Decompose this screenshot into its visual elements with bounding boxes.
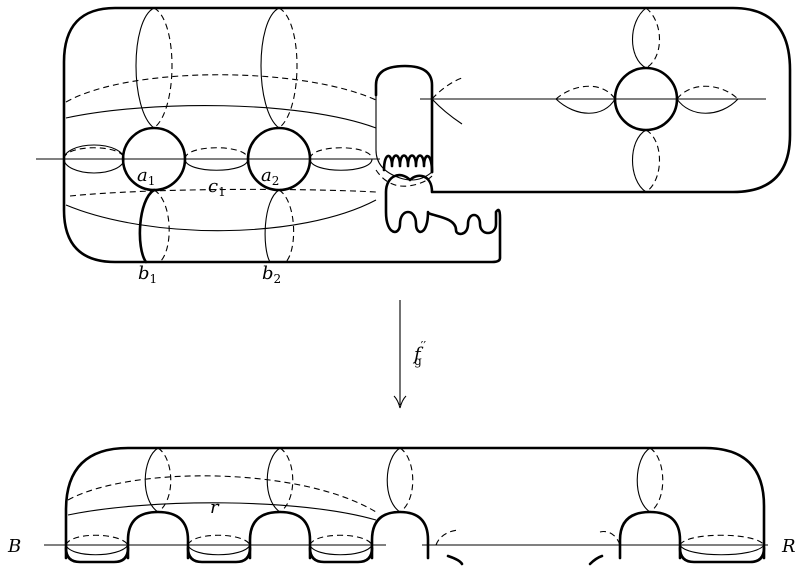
right-hole-left-back	[555, 85, 616, 100]
upper-inner-curve-dashed	[375, 169, 433, 187]
long-loop-bottom-back	[69, 188, 377, 197]
lower-arc-left-back	[65, 534, 129, 546]
curve-c1-front	[184, 158, 249, 171]
curve-left-back	[63, 147, 125, 160]
long-loop-top-front	[65, 104, 377, 129]
notch-right-arc-back	[431, 77, 463, 100]
label-b2: b2	[262, 263, 281, 286]
lower-bump-2	[248, 510, 312, 560]
label-map: f′′g	[412, 339, 426, 368]
lower-surface-top	[64, 446, 766, 560]
right-hole-top-back	[645, 7, 660, 69]
upper-notch-wiggles	[382, 154, 434, 174]
curve-a2-top-front	[260, 7, 280, 129]
lower-arc-gap-back	[435, 529, 461, 546]
long-loop-top-back	[65, 74, 377, 103]
label-b1: b1	[138, 263, 157, 286]
curve-c1-back	[184, 147, 249, 160]
lower-mer-1-front	[144, 447, 159, 513]
right-hole-left-front	[555, 98, 616, 114]
right-hole-right-front	[676, 98, 739, 114]
right-hole-top-front	[632, 7, 647, 69]
right-hole-bottom-front	[631, 129, 647, 193]
lower-mer-3-back	[399, 447, 414, 513]
lower-bottom-mid1-cap	[186, 546, 252, 564]
long-loop-bottom-front	[65, 199, 377, 232]
lower-mer-3-front	[386, 447, 401, 513]
curve-r-front	[67, 502, 377, 521]
lower-bump-3	[370, 510, 430, 560]
lower-bump-1	[126, 510, 190, 560]
curve-a1-top-back	[153, 7, 173, 129]
upper-surface-outline	[62, 6, 792, 264]
curve-a1-top-front	[135, 7, 155, 129]
lower-arc-left-front	[65, 544, 129, 556]
label-r: r	[210, 497, 220, 518]
lower-arc-m2-front	[309, 544, 373, 556]
label-B: B	[7, 536, 21, 557]
curve-b2-front	[264, 189, 280, 263]
upper-inner-curve	[375, 95, 433, 181]
label-a1: a1	[137, 165, 155, 188]
curve-right-front	[309, 158, 373, 171]
lower-mer-4-back	[649, 447, 664, 513]
lower-arc-m1-back	[187, 534, 251, 546]
label-R: R	[781, 536, 796, 557]
lower-bottom-left-cap	[64, 546, 130, 564]
right-hole-right-back	[676, 85, 739, 100]
curve-b1-back	[153, 189, 170, 263]
label-a2: a2	[261, 165, 279, 188]
right-hole-bottom-back	[645, 129, 661, 193]
lower-arc-m1-front	[187, 544, 251, 556]
lower-arc-gap2-back	[599, 530, 621, 546]
lower-mer-4-front	[636, 447, 651, 513]
upper-surface: a1 c1 a2 b1 b2	[36, 6, 792, 286]
map-arrow-group: f′′g	[393, 300, 426, 409]
lower-bottom-right-cap	[678, 546, 766, 564]
lower-bump-4	[618, 510, 682, 560]
lower-mer-1-back	[157, 447, 172, 513]
lower-mer-2-back	[279, 447, 294, 513]
lower-arc-r-front	[679, 544, 765, 556]
curve-r-back	[67, 475, 377, 513]
lower-edge-left-gap	[446, 554, 464, 566]
lower-arc-r-back	[679, 534, 765, 546]
notch-right-arc-front	[431, 98, 463, 125]
curve-b2-back	[278, 189, 295, 263]
lower-arc-m2-back	[309, 534, 373, 546]
curve-a2-top-back	[278, 7, 298, 129]
lower-surface: r B R	[7, 446, 796, 566]
lower-edge-right-gap	[588, 554, 604, 566]
curve-right-back	[309, 147, 373, 160]
lower-bottom-mid2-cap	[308, 546, 374, 564]
label-c1: c1	[208, 176, 226, 199]
upper-finger-notch	[374, 64, 434, 174]
map-arrow-head	[393, 395, 407, 409]
